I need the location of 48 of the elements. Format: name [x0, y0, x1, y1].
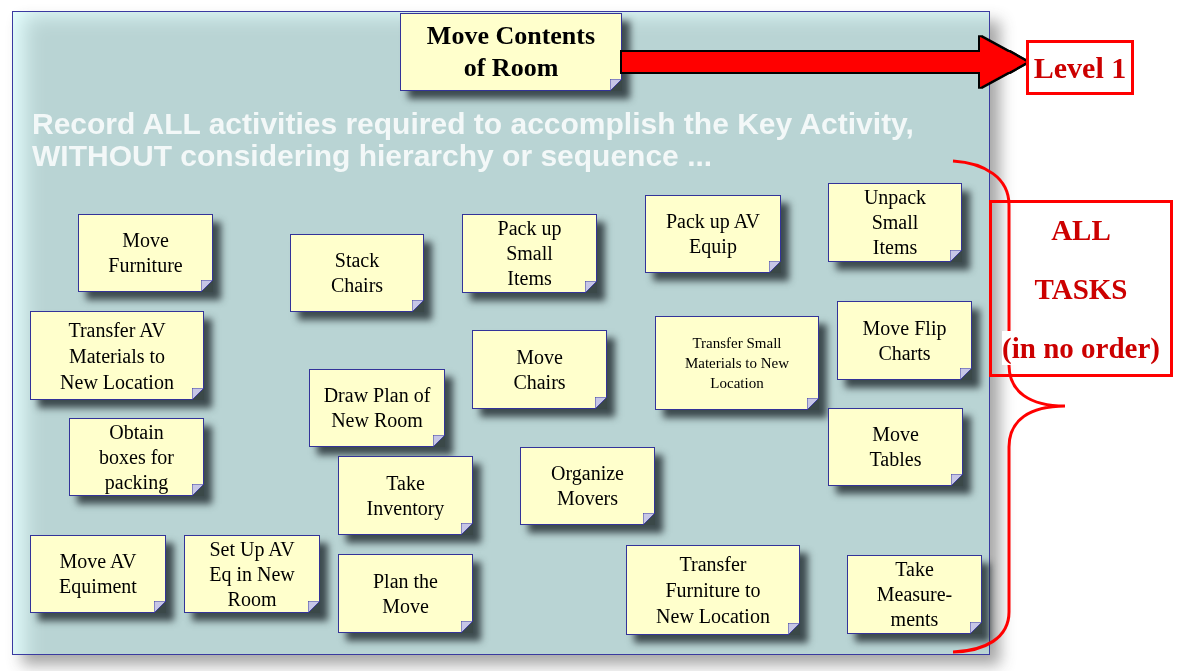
sticky-note: [837, 301, 972, 380]
note-text: Transfer AV Materials to New Location: [59, 317, 175, 395]
sticky-note: [847, 555, 982, 634]
note-text: Obtain boxes for packing: [98, 419, 175, 495]
note-text: Draw Plan of New Room: [322, 383, 432, 433]
sticky-note: [626, 545, 800, 635]
sticky-note: [338, 456, 473, 535]
sticky-note: [472, 330, 607, 409]
outlined-box: [1026, 40, 1134, 95]
callout-text: Level 1: [1033, 49, 1127, 86]
note-text: Move Flip Charts: [861, 315, 948, 366]
note-text: Set Up AV Eq in New Room: [208, 536, 296, 612]
block-arrow: [622, 37, 1026, 87]
sticky-note: [184, 535, 320, 613]
sticky-note: [462, 214, 597, 293]
callout-text: (in no order): [1002, 330, 1160, 365]
note-text: Transfer Furniture to New Location: [655, 552, 771, 629]
sticky-note: [338, 554, 473, 633]
sticky-note: [30, 535, 166, 613]
panel: [12, 11, 990, 655]
note-text: Transfer Small Materials to New Location: [683, 334, 791, 393]
note-text: Pack up AV Equip: [665, 209, 761, 259]
note-text: Pack up Small Items: [496, 216, 563, 291]
sticky-note: [655, 316, 819, 410]
sticky-note: [69, 418, 204, 496]
note-text: Stack Chairs: [329, 248, 385, 298]
note-text: Move AV Equiment: [58, 549, 138, 599]
note-text: Unpack Small Items: [862, 185, 928, 260]
sticky-note: [290, 234, 424, 312]
note-text: Take Measure- ments: [875, 557, 954, 632]
sticky-note: [30, 311, 204, 400]
sticky-note: [78, 214, 213, 292]
note-text: Move Tables: [868, 422, 923, 472]
callout-text: ALL TASKS: [1033, 212, 1129, 307]
title-note: [400, 13, 622, 91]
outlined-box: [989, 200, 1173, 377]
note-text: Plan the Move: [372, 568, 439, 619]
sticky-note: [309, 369, 445, 447]
instruction-text: Record ALL activities required to accomplish the Key Activity, WITHOUT considering hierarchy or sequence ...: [32, 108, 915, 172]
sticky-note: [828, 408, 963, 486]
sticky-note: [828, 183, 962, 262]
sticky-note: [645, 195, 781, 273]
note-text: Move Chairs: [512, 344, 567, 395]
note-text: Take Inventory: [365, 470, 446, 521]
title-text: Move Contents of Room: [425, 20, 597, 84]
note-text: Organize Movers: [550, 461, 625, 511]
note-text: Move Furniture: [107, 228, 184, 278]
sticky-note: [520, 447, 655, 525]
